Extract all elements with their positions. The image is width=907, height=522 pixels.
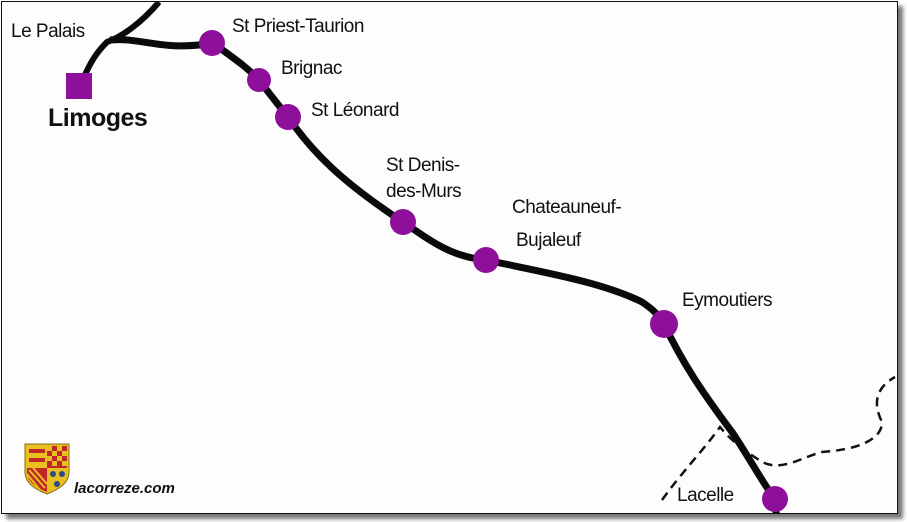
station-label: St Priest-Taurion xyxy=(232,16,364,37)
station-label: Lacelle xyxy=(677,485,734,506)
site-watermark: lacorreze.com xyxy=(74,480,175,497)
station-marker xyxy=(199,30,225,56)
station-label: St Léonard xyxy=(311,100,399,121)
city-label-limoges: Limoges xyxy=(48,104,148,132)
station-markers xyxy=(199,30,788,512)
station-label: Eymoutiers xyxy=(682,290,773,311)
station-marker xyxy=(247,68,271,92)
station-label: Chateauneuf- xyxy=(512,197,622,218)
coat-of-arms-icon xyxy=(24,443,70,495)
station-label: Brignac xyxy=(281,58,342,79)
department-boundary xyxy=(660,375,896,501)
rail-line-main xyxy=(109,36,780,513)
station-marker xyxy=(650,310,678,338)
station-label: Bujaleuf xyxy=(516,230,581,251)
map-frame: Le Palais Limoges St Priest-Taurion Brig… xyxy=(1,1,898,514)
station-label: St Denis- xyxy=(386,155,460,176)
station-marker xyxy=(473,247,499,273)
city-label-le-palais: Le Palais xyxy=(11,21,85,42)
rail-line-north xyxy=(79,2,162,84)
station-marker xyxy=(275,104,301,130)
station-marker xyxy=(762,486,788,512)
station-label: des-Murs xyxy=(386,181,462,202)
limoges-marker xyxy=(66,73,92,99)
station-marker xyxy=(390,209,416,235)
rail-map xyxy=(24,2,896,513)
